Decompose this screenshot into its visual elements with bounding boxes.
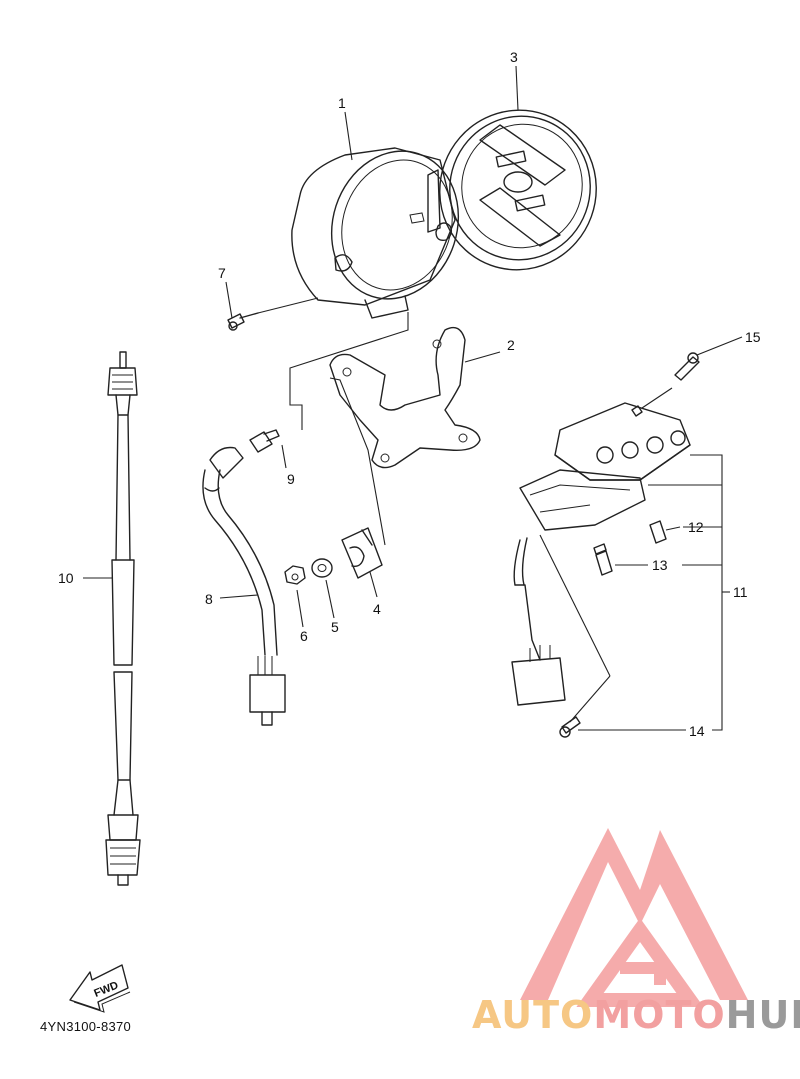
wordmark-moto: MOTO bbox=[593, 993, 725, 1037]
callout-3: 3 bbox=[510, 49, 518, 65]
bulb-9 bbox=[249, 429, 280, 453]
automotohub-wordmark: AUTOMOTOHUB bbox=[472, 993, 800, 1037]
fwd-label: FWD bbox=[92, 979, 120, 1000]
callout-5: 5 bbox=[331, 619, 339, 635]
wordmark-auto: AUTO bbox=[472, 993, 593, 1037]
meter-bracket bbox=[329, 326, 481, 469]
nut-6 bbox=[284, 565, 306, 585]
callout-15: 15 bbox=[745, 329, 761, 345]
callout-7: 7 bbox=[218, 265, 226, 281]
washer-5 bbox=[311, 558, 333, 578]
callout-11: 11 bbox=[733, 584, 748, 600]
svg-text:AUTOMOTOHUB: AUTOMOTOHUB bbox=[472, 993, 800, 1037]
bulb-13 bbox=[593, 543, 613, 576]
drawing-code: 4YN3100-8370 bbox=[40, 1019, 131, 1034]
callout-9: 9 bbox=[287, 471, 295, 487]
callout-10: 10 bbox=[58, 570, 74, 586]
callout-14: 14 bbox=[689, 723, 705, 739]
callout-2: 2 bbox=[507, 337, 515, 353]
callout-1: 1 bbox=[338, 95, 346, 111]
indicator-unit-11 bbox=[511, 402, 691, 706]
callout-4: 4 bbox=[373, 601, 381, 617]
screw-15 bbox=[674, 352, 700, 381]
callout-8: 8 bbox=[205, 591, 213, 607]
wordmark-hub: HUB bbox=[726, 993, 800, 1037]
callout-6: 6 bbox=[300, 628, 308, 644]
screw-14 bbox=[559, 716, 581, 738]
meter-assembly bbox=[409, 109, 597, 271]
grommet-4 bbox=[341, 527, 383, 579]
fwd-arrow-icon: FWD bbox=[69, 964, 131, 1013]
speedometer-cable-10 bbox=[105, 351, 141, 886]
leader-lines bbox=[83, 65, 743, 731]
bulb-12 bbox=[649, 520, 667, 544]
screw-7 bbox=[227, 312, 259, 331]
speedometer-housing bbox=[291, 147, 460, 319]
socket-cord-8 bbox=[202, 446, 286, 726]
callout-12: 12 bbox=[688, 519, 704, 535]
callout-13: 13 bbox=[652, 557, 668, 573]
automotohub-logo bbox=[520, 828, 748, 1007]
